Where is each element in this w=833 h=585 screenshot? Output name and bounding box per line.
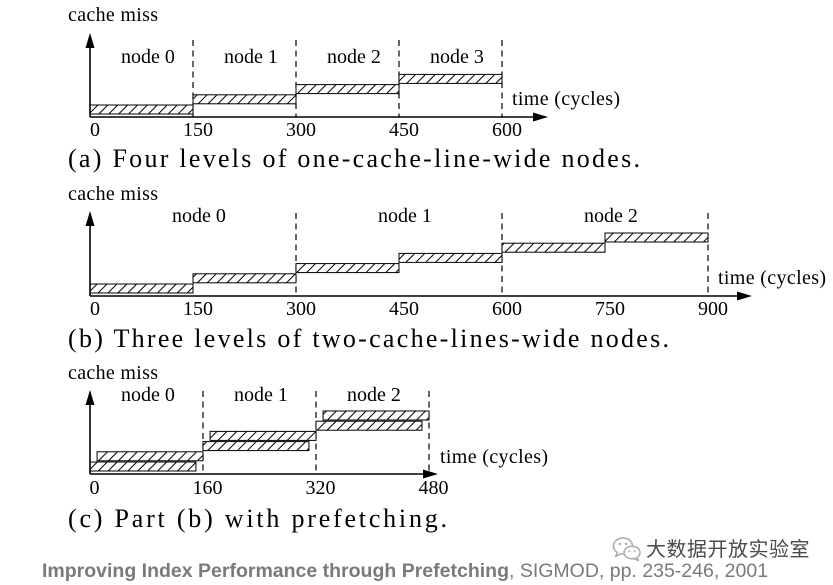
y-axis-arrowhead xyxy=(85,211,95,226)
x-axis-arrowhead xyxy=(737,291,752,301)
node-label: node 1 xyxy=(224,46,278,68)
y-axis-label: cache miss xyxy=(68,4,158,26)
x-tick-label: 450 xyxy=(389,119,419,141)
x-tick-label: 600 xyxy=(492,119,522,141)
wechat-icon-small-bubble xyxy=(623,545,641,560)
node-label: node 0 xyxy=(121,384,175,406)
x-tick-label: 0 xyxy=(90,119,100,141)
cache-miss-bar xyxy=(501,242,606,253)
cache-miss-bar xyxy=(604,232,709,243)
wechat-icon-eye xyxy=(628,550,631,553)
y-axis-arrowhead xyxy=(85,33,95,48)
node-label: node 2 xyxy=(347,384,401,406)
x-tick-label: 160 xyxy=(193,477,223,499)
x-tick-label: 480 xyxy=(419,477,449,499)
wechat-icon-eye xyxy=(633,550,636,553)
x-tick-label: 150 xyxy=(183,119,213,141)
x-tick-label: 0 xyxy=(90,298,100,320)
x-tick-label: 600 xyxy=(492,298,522,320)
node-label: node 2 xyxy=(327,46,381,68)
cache-miss-bar xyxy=(295,84,400,95)
citation-venue: , SIGMOD, pp. 235-246, 2001 xyxy=(508,560,769,582)
wechat-icon xyxy=(612,537,641,562)
wechat-icon-big-tail xyxy=(614,551,622,558)
panel-a: cache miss time (cycles) 0 150 300 450 600 node… xyxy=(68,4,640,173)
panel-caption: (b) Three levels of two-cache-lines-wide… xyxy=(68,324,669,353)
x-tick-label: 450 xyxy=(389,298,419,320)
cache-miss-bar xyxy=(295,263,400,274)
y-axis-arrowhead xyxy=(85,390,95,405)
cache-miss-bar xyxy=(209,430,317,441)
citation: Improving Index Performance through Pref… xyxy=(42,559,768,583)
x-tick-label: 750 xyxy=(595,298,625,320)
x-axis-label: time (cycles) xyxy=(718,267,826,289)
node-label: node 3 xyxy=(430,46,484,68)
x-axis-arrowhead xyxy=(533,112,548,122)
panel-c: cache miss time (cycles) 0 160 320 480 node 0 n… xyxy=(68,362,548,533)
watermark: 大数据开放实验室 xyxy=(612,536,826,562)
x-tick-label: 900 xyxy=(698,298,728,320)
citation-title: Improving Index Performance through Pref… xyxy=(42,560,509,582)
wechat-icon-small-tail xyxy=(633,557,640,562)
cache-miss-bar xyxy=(89,461,197,472)
x-tick-label: 300 xyxy=(286,119,316,141)
panel-caption: (c) Part (b) with prefetching. xyxy=(68,504,447,533)
cache-miss-bar xyxy=(89,283,194,294)
panel-caption: (a) Four levels of one-cache-line-wide n… xyxy=(68,144,640,173)
node-label: node 0 xyxy=(121,46,175,68)
cache-miss-bar xyxy=(202,441,310,452)
x-tick-label: 300 xyxy=(286,298,316,320)
watermark-text: 大数据开放实验室 xyxy=(646,537,810,561)
cache-miss-bar xyxy=(96,451,204,462)
node-label: node 2 xyxy=(584,205,638,227)
cache-miss-bar xyxy=(315,420,423,431)
cache-miss-bar xyxy=(398,73,503,84)
node-label: node 1 xyxy=(234,384,288,406)
cache-miss-bar xyxy=(398,252,503,263)
figure: cache miss time (cycles) 0 150 300 450 600 node… xyxy=(68,4,826,533)
cache-miss-bar xyxy=(192,273,297,284)
cache-miss-bar xyxy=(192,94,297,105)
x-tick-label: 150 xyxy=(183,298,213,320)
node-label: node 0 xyxy=(172,205,226,227)
y-axis-label: cache miss xyxy=(68,183,158,205)
x-axis-label: time (cycles) xyxy=(512,88,620,110)
x-tick-label: 320 xyxy=(306,477,336,499)
cache-miss-bar xyxy=(89,104,194,115)
x-axis-label: time (cycles) xyxy=(440,446,548,468)
y-axis-label: cache miss xyxy=(68,362,158,384)
cache-miss-bar xyxy=(322,410,430,421)
wechat-icon-eye xyxy=(624,542,628,546)
x-axis-arrowhead xyxy=(423,469,438,479)
panel-b: cache miss time (cycles) 0 150 300 450 600 750 9… xyxy=(68,183,826,353)
wechat-icon-eye xyxy=(618,542,621,546)
node-label: node 1 xyxy=(378,205,432,227)
x-tick-label: 0 xyxy=(90,477,100,499)
